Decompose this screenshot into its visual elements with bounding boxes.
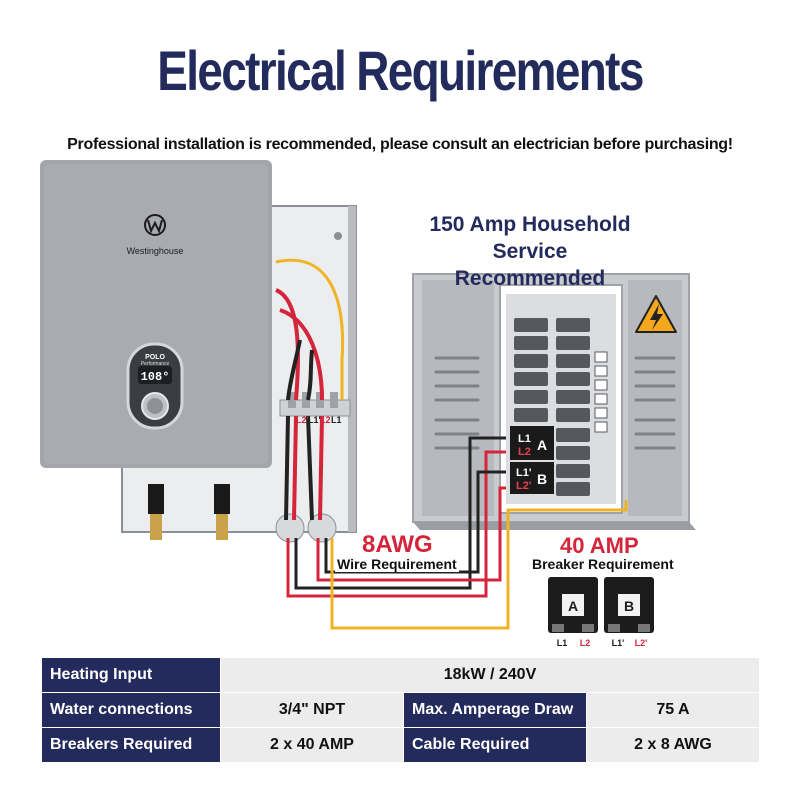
spec-label: Max. Amperage Draw <box>403 692 587 728</box>
breaker-rating: 40 AMP <box>560 533 639 558</box>
breaker-requirement-label: Breaker Requirement <box>532 556 674 572</box>
page-subtitle: Professional installation is recommended… <box>67 136 733 153</box>
spec-value: 2 x 40 AMP <box>220 727 404 763</box>
table-row: Breakers Required 2 x 40 AMP Cable Requi… <box>41 727 760 763</box>
service-note-line: 150 Amp Household <box>429 213 631 236</box>
wire-requirement-label: Wire Requirement <box>335 556 459 572</box>
panel-terminal-label: L1 <box>518 433 531 445</box>
breaker-b-icon <box>604 577 654 633</box>
temperature-knob-icon <box>141 392 169 420</box>
spec-label: Cable Required <box>403 727 587 763</box>
specs-table: Heating Input 18kW / 240V Water connecti… <box>41 657 760 763</box>
breaker-terminal-label: L2' <box>635 638 648 648</box>
breaker-a-icon <box>548 577 598 633</box>
spec-value: 3/4" NPT <box>220 692 404 728</box>
display-sub-label: Performance <box>141 361 170 367</box>
table-row: Water connections 3/4" NPT Max. Amperage… <box>41 692 760 728</box>
breaker-a-label: A <box>568 598 578 614</box>
water-heater-unit <box>40 160 272 468</box>
breaker-terminal-label: L1 <box>557 638 568 648</box>
breaker-terminal-label: L1' <box>612 638 625 648</box>
heater-terminal-label: L1' <box>308 415 321 425</box>
temperature-display: 108° <box>141 370 170 384</box>
wire-gauge: 8AWG <box>362 531 433 558</box>
spec-label: Water connections <box>41 692 221 728</box>
page-title: Electrical Requirements <box>157 39 644 102</box>
service-note: 150 Amp Household Service Recommended <box>420 211 640 292</box>
heater-terminal-label: L1 <box>331 415 342 425</box>
spec-value: 2 x 8 AWG <box>586 727 760 763</box>
breaker-b-label: B <box>624 598 634 614</box>
spec-value: 18kW / 240V <box>220 657 760 693</box>
heater-terminal-label: L2' <box>296 415 309 425</box>
display-brand-label: POLO <box>145 354 165 361</box>
cable-route <box>286 436 628 630</box>
panel-terminal-label: L2' <box>516 480 532 492</box>
heater-terminal-label: L2 <box>320 415 331 425</box>
spec-label: Breakers Required <box>41 727 221 763</box>
breaker-terminal-label: L2 <box>580 638 591 648</box>
high-voltage-warning-icon <box>635 295 677 333</box>
breaker-panel <box>412 273 696 530</box>
heater-brand-label: Westinghouse <box>127 246 184 256</box>
westinghouse-logo-icon <box>144 214 166 236</box>
panel-breaker-b-label: B <box>537 471 547 487</box>
service-note-line: Service Recommended <box>454 240 606 290</box>
table-row: Heating Input 18kW / 240V <box>41 657 760 693</box>
panel-terminal-label: L2 <box>518 446 531 458</box>
spec-value: 75 A <box>586 692 760 728</box>
spec-label: Heating Input <box>41 657 221 693</box>
panel-breaker-a-label: A <box>537 437 547 453</box>
panel-terminal-label: L1' <box>516 467 532 479</box>
